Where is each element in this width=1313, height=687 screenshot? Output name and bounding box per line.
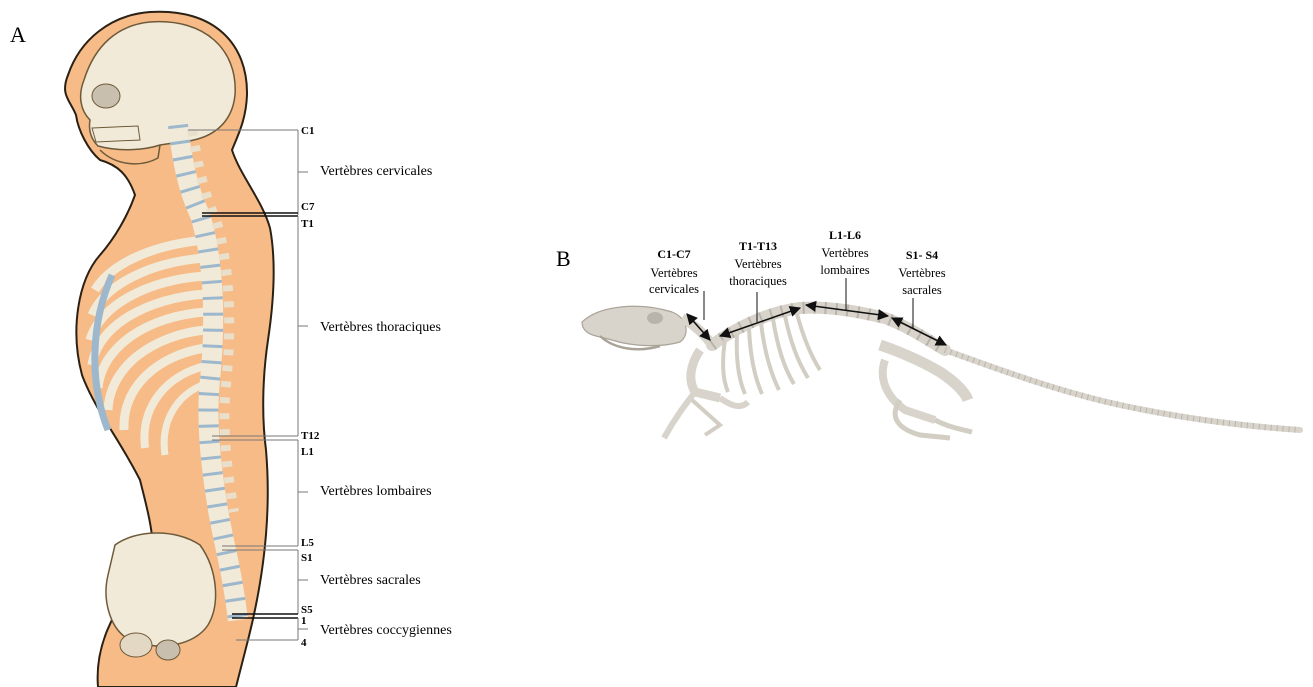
panel-a: A (10, 12, 452, 687)
level-c7: C7 (301, 201, 315, 213)
level-co4: 4 (301, 637, 307, 649)
rat-skeleton (582, 306, 1300, 438)
rat-lumbar-line1: Vertèbres (821, 246, 868, 260)
level-l1: L1 (301, 446, 314, 458)
level-t12: T12 (301, 430, 320, 442)
rat-lumbar-line2: lombaires (820, 263, 869, 277)
level-c1: C1 (301, 125, 314, 137)
rat-sacral-line1: Vertèbres (898, 266, 945, 280)
region-sacral-label: Vertèbres sacrales (320, 573, 421, 588)
level-t1: T1 (301, 218, 314, 230)
level-s1: S1 (301, 552, 313, 564)
level-l5: L5 (301, 537, 314, 549)
region-lumbar-label: Vertèbres lombaires (320, 484, 432, 499)
rat-thoracic-line1: Vertèbres (734, 257, 781, 271)
rat-sacral-code: S1- S4 (906, 248, 938, 262)
region-coccygeal-label: Vertèbres coccygiennes (320, 623, 452, 638)
region-cervical-label: Vertèbres cervicales (320, 164, 432, 179)
rat-thoracic-code: T1-T13 (739, 239, 777, 253)
region-labels: Vertèbres cervicales Vertèbres thoraciqu… (320, 164, 452, 638)
rat-region-labels: C1-C7 Vertèbres cervicales T1-T13 Vertèb… (649, 228, 946, 297)
rat-cervical-code: C1-C7 (657, 247, 690, 261)
rat-thoracic-line2: thoraciques (729, 274, 787, 288)
level-co1: 1 (301, 615, 307, 627)
region-thoracic-label: Vertèbres thoraciques (320, 320, 441, 335)
panel-b: B (556, 228, 1300, 438)
rat-sacral-line2: sacrales (902, 283, 942, 297)
rat-lumbar-code: L1-L6 (829, 228, 861, 242)
rat-cervical-line1: Vertèbres (650, 266, 697, 280)
vertebra-level-labels: C1 C7 T1 T12 L1 L5 S1 S5 1 4 (301, 125, 320, 649)
panel-b-letter: B (556, 246, 571, 271)
rat-cervical-line2: cervicales (649, 282, 699, 296)
panel-a-letter: A (10, 22, 26, 47)
